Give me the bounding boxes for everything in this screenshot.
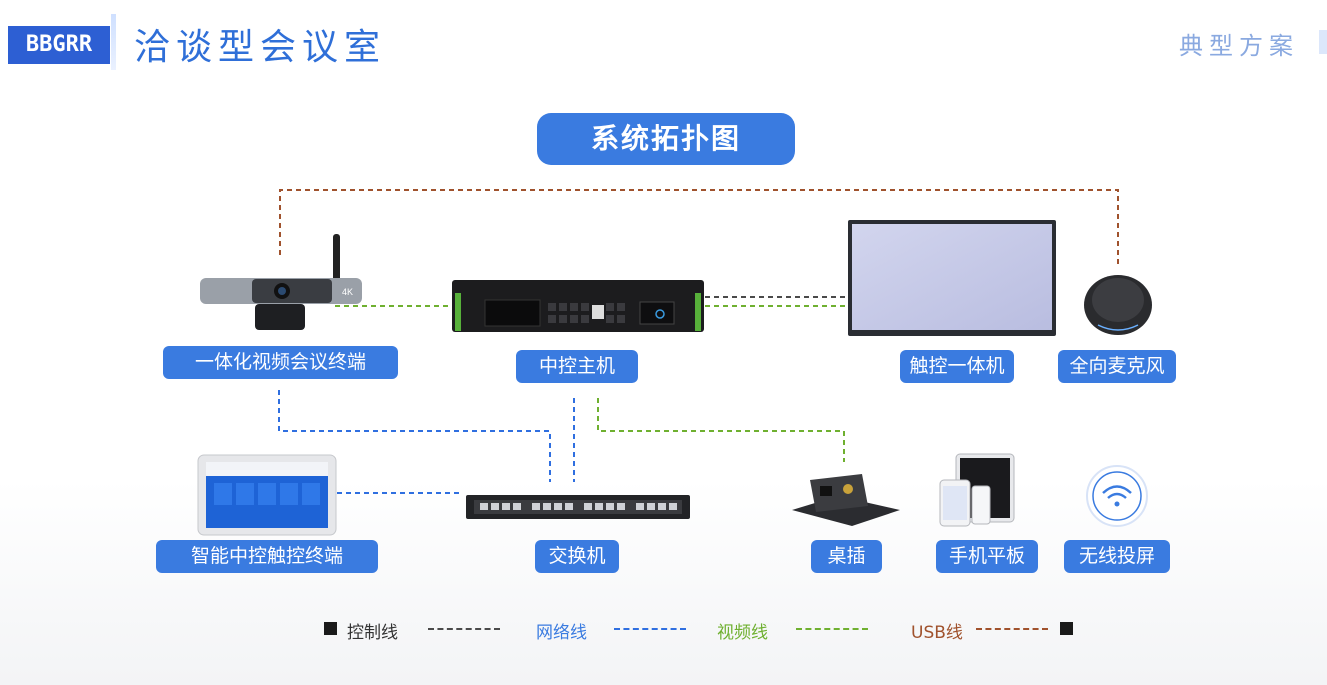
legend-control-label: 控制线 [347,623,398,643]
legend-network-swatch [614,628,686,630]
touch-panel-device [197,454,337,536]
logo-divider [111,14,116,70]
diagram-heading: 系统拓扑图 [537,113,795,165]
switch-device [466,495,690,519]
node-phone-tablet: 手机平板 [936,540,1038,573]
legend-network-label: 网络线 [536,623,587,643]
network-line-terminal [278,390,551,482]
wireless-icon [1086,465,1148,527]
node-touch-display: 触控一体机 [900,350,1014,383]
controller-device [452,280,704,332]
legend: 控制线 网络线 视频线 USB线 [0,618,1327,643]
video-line-desk [597,398,845,462]
legend-end-square [1060,622,1073,635]
microphone-device [1084,275,1152,335]
legend-start-square [324,622,337,635]
usb-line [279,189,1119,265]
brand-logo: BBGRR [8,26,110,64]
section-label: 典型方案 [1179,32,1299,60]
node-switch: 交换机 [535,540,619,573]
legend-video-label: 视频线 [717,623,768,643]
legend-control-swatch [428,628,500,630]
touch-display-device [848,220,1056,336]
legend-usb-swatch [976,628,1048,630]
desk-socket-device [792,474,900,526]
camera-4k-badge: 4K [342,287,353,297]
phone-tablet-device [939,453,1015,527]
legend-video-swatch [796,628,868,630]
node-desk-socket: 桌插 [811,540,882,573]
node-touch-panel: 智能中控触控终端 [156,540,378,573]
node-video-terminal: 一体化视频会议终端 [163,346,398,379]
node-wireless: 无线投屏 [1064,540,1170,573]
node-microphone: 全向麦克风 [1058,350,1176,383]
page-title: 洽谈型会议室 [134,27,387,68]
node-controller: 中控主机 [516,350,638,383]
section-marker [1319,30,1327,54]
video-terminal-device: 4K [200,234,362,330]
legend-usb-label: USB线 [911,623,963,643]
